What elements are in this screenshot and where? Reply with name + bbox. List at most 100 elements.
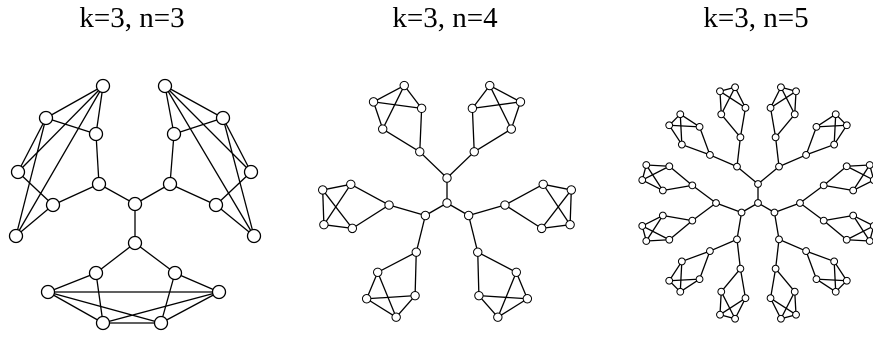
graph-edge	[769, 107, 777, 138]
graph-node	[95, 315, 111, 331]
graph-edge	[322, 189, 353, 229]
graph-edge	[739, 107, 747, 138]
graph-edge	[95, 242, 136, 274]
graph-edge	[377, 251, 417, 273]
graph-edge	[489, 84, 521, 103]
graph-edge	[372, 101, 384, 130]
graph-node	[243, 164, 259, 180]
graph-node	[442, 173, 452, 183]
graph-edge	[504, 204, 543, 229]
graph-edge	[478, 295, 528, 300]
graph-node	[831, 287, 840, 296]
graph-edge	[805, 250, 818, 280]
graph-node	[442, 198, 452, 208]
graph-node	[368, 97, 379, 107]
graph-node	[812, 122, 821, 131]
graph-edge	[739, 268, 747, 299]
graph-node	[802, 151, 810, 159]
graph-edge	[478, 295, 499, 318]
graph-edge	[160, 291, 220, 324]
graph-node	[485, 80, 495, 91]
graph-edge	[709, 238, 738, 252]
graph-edge	[382, 128, 421, 153]
panel-label-n3: k=3, n=3	[79, 2, 185, 34]
graph-edge	[679, 114, 683, 145]
graph-edge	[775, 268, 796, 293]
graph-edge	[52, 183, 100, 206]
graph-node	[695, 122, 704, 131]
graph-node	[842, 276, 851, 285]
graph-edge	[415, 215, 426, 253]
graph-node	[515, 97, 526, 107]
graph-node	[731, 83, 739, 92]
graph-node	[770, 208, 779, 217]
graph-edge	[468, 204, 506, 217]
graph-edge	[679, 261, 683, 292]
graph-edge	[846, 225, 873, 241]
graph-panel-1	[8, 78, 262, 331]
graph-node	[737, 208, 746, 217]
graph-edge	[736, 239, 742, 269]
graph-edge	[45, 117, 97, 135]
graph-edge	[668, 220, 693, 241]
graph-node	[536, 223, 547, 234]
graph-node	[766, 103, 775, 112]
graph-edge	[164, 85, 175, 135]
graph-edge	[770, 90, 797, 109]
graph-edge	[736, 166, 759, 185]
graph-edge	[497, 298, 528, 318]
graph-edge	[774, 239, 780, 269]
graph-edge	[17, 171, 54, 206]
graph-edge	[569, 189, 572, 225]
graph-edge	[823, 184, 854, 192]
graph-node	[153, 315, 169, 331]
graph-edge	[47, 291, 162, 324]
graph-edge	[366, 295, 416, 300]
graph-node	[538, 179, 548, 190]
graph-edge	[543, 183, 572, 191]
graph-node	[819, 181, 828, 190]
graph-node	[384, 200, 394, 210]
graph-edge	[662, 184, 693, 192]
graph-edge	[778, 154, 807, 168]
graph-node	[869, 176, 873, 184]
graph-edge	[15, 204, 54, 237]
graph-node	[361, 294, 372, 304]
graph-edge	[373, 84, 405, 103]
graph-edge	[222, 117, 255, 237]
graph-node	[208, 197, 224, 213]
graph-edge	[799, 202, 825, 222]
graph-node	[717, 287, 726, 296]
graph-edge	[173, 117, 224, 135]
graph-node	[665, 235, 674, 244]
graph-node	[712, 199, 720, 207]
graph-edge	[823, 214, 854, 222]
graph-node	[565, 220, 575, 230]
graph-edge	[468, 215, 479, 253]
graph-node	[819, 216, 828, 225]
graph-edge	[780, 86, 796, 115]
graph-node	[167, 265, 183, 281]
graph-edge	[775, 113, 796, 138]
graph-node	[792, 87, 800, 96]
graph-edge	[719, 90, 746, 109]
graph-edge	[471, 85, 491, 109]
graph-edge	[160, 272, 176, 324]
graph-node	[166, 126, 182, 142]
graph-node	[493, 312, 503, 322]
graph-edge	[669, 278, 700, 282]
graph-node	[95, 78, 111, 94]
graph-node	[775, 235, 783, 244]
graph-edge	[215, 204, 255, 237]
graph-node	[416, 103, 427, 114]
graph-node	[473, 247, 483, 257]
graph-edge	[17, 85, 104, 173]
graph-node	[506, 124, 516, 134]
graph-panel-3	[638, 83, 873, 323]
graph-node	[766, 294, 775, 303]
graph-edge	[823, 165, 848, 186]
graph-node	[500, 200, 510, 210]
graph-node	[830, 257, 839, 266]
graph-edge	[823, 220, 848, 241]
graph-edge	[215, 171, 252, 206]
